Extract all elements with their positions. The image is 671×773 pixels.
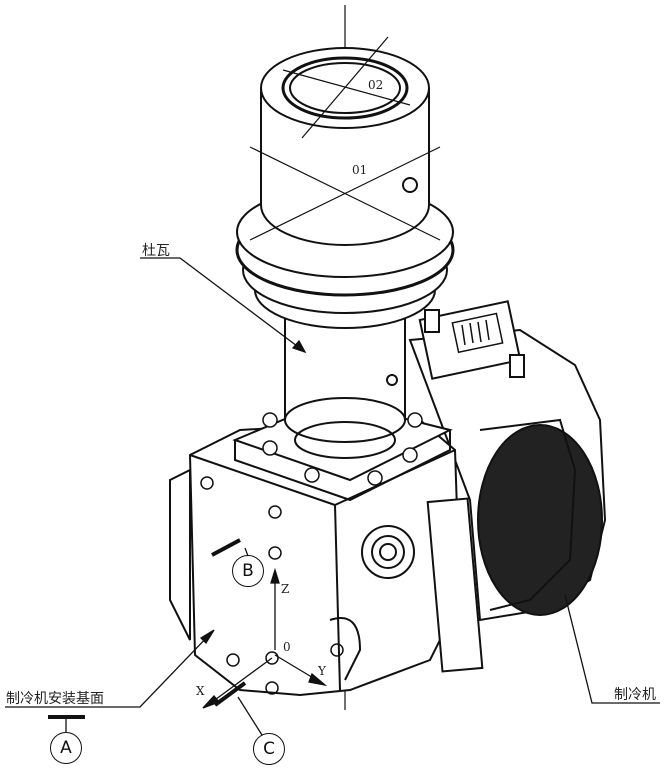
origin-label: 0	[283, 640, 291, 654]
datum-c-marker: C	[253, 733, 285, 765]
cooler-body	[408, 300, 607, 622]
connector-pins	[451, 312, 504, 354]
dewar-window	[281, 56, 409, 120]
axis-y-label: Y	[318, 664, 326, 678]
leader-lines	[5, 257, 660, 736]
axis-01-label: 01	[352, 163, 368, 177]
axis-x-label: X	[196, 684, 205, 698]
axis-02-label: 02	[368, 78, 384, 92]
cooler-label: 制冷机	[614, 687, 656, 703]
coordinate-axes	[202, 567, 328, 709]
datum-b-marker: B	[232, 555, 264, 587]
datum-a-marker: A	[50, 732, 82, 764]
axis-z-label: Z	[281, 582, 290, 596]
dewar-label: 杜瓦	[142, 243, 170, 259]
dewar-body	[260, 47, 430, 246]
mount-block	[169, 418, 484, 697]
cooler-mount-surface-label: 制冷机安装基面	[6, 691, 104, 707]
